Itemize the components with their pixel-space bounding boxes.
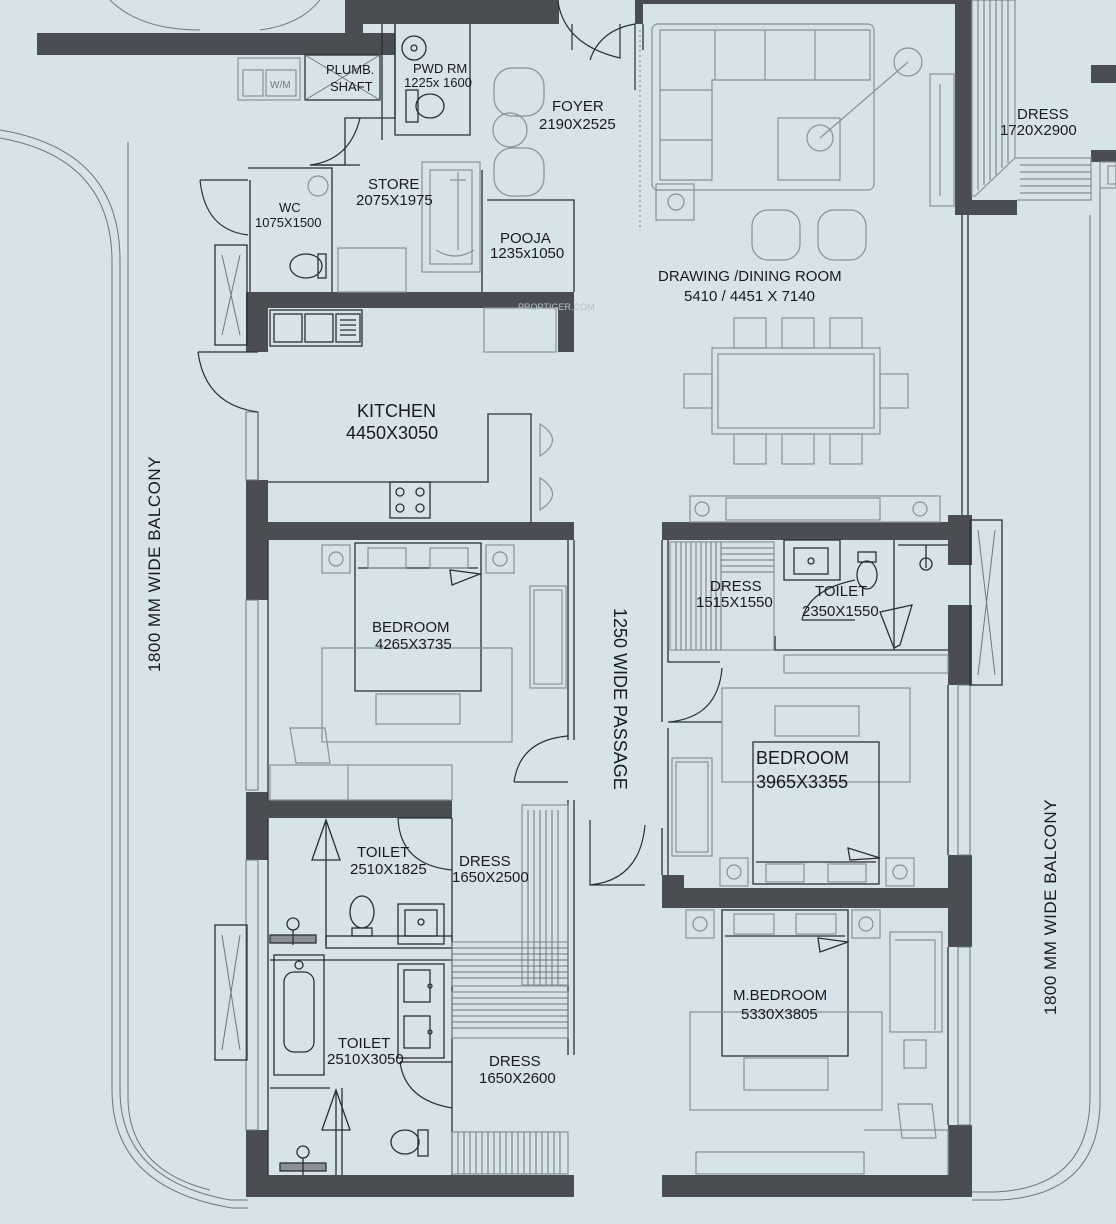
toilet-right-size: 2350X1550 [802, 603, 879, 620]
doors [197, 1, 856, 1109]
toilet-right-fixtures [783, 539, 949, 674]
store-shower [421, 161, 481, 273]
kitchen-sink [269, 309, 363, 347]
store-name: STORE [368, 176, 419, 193]
left-balcony-rail [127, 142, 211, 1191]
bedroom1-size: 4265X3735 [375, 636, 452, 653]
partitions [248, 24, 969, 1175]
toilet2-size: 2510X3050 [327, 1051, 404, 1068]
dress-top-wardrobe [971, 0, 1116, 201]
bar-stools [539, 422, 554, 512]
bedroom2-furniture [671, 687, 915, 887]
right-balcony-inner [972, 215, 1091, 1193]
left-balcony-inner [0, 137, 248, 1209]
washing-machine: W/M [237, 57, 301, 101]
living-sofa [639, 23, 955, 261]
bedroom2-size: 3965X3355 [756, 772, 848, 792]
toilet1-size: 2510X1825 [350, 861, 427, 878]
drawing-name: DRAWING /DINING ROOM [658, 268, 842, 285]
top-door-arcs [109, 0, 321, 31]
bedroom2-name: BEDROOM [756, 748, 849, 768]
pooja-unit [483, 307, 557, 353]
master-bedroom-size: 5330X3805 [741, 1006, 818, 1023]
store-shelf [337, 247, 407, 293]
wc-fixtures [289, 175, 329, 279]
foyer-chairs [492, 67, 545, 197]
store-size: 2075X1975 [356, 192, 433, 209]
dress-right-name: DRESS [710, 578, 762, 595]
pooja-size: 1235x1050 [490, 245, 564, 262]
master-bedroom-name: M.BEDROOM [733, 987, 827, 1004]
plumb-shaft-cross [304, 54, 381, 101]
pooja-name: POOJA [500, 230, 551, 247]
bedroom1-furniture [269, 542, 567, 801]
dress-left-name: DRESS [459, 853, 511, 870]
dress-top-size: 1720X2900 [1000, 122, 1077, 139]
dress-top-name: DRESS [1017, 106, 1069, 123]
room-labels: PLUMB. SHAFT PWD RM 1225x 1600 FOYER 219… [255, 61, 1077, 1087]
walls [37, 0, 1116, 1197]
kitchen-size: 4450X3050 [346, 423, 438, 443]
toilet-right-name: TOILET [815, 583, 867, 600]
windows [214, 244, 1003, 1131]
left-balcony-outline [0, 129, 248, 1201]
foyer-name: FOYER [552, 98, 604, 115]
left-balcony-label: 1800 MM WIDE BALCONY [145, 456, 164, 672]
toilet2-fixtures [273, 954, 445, 1175]
plumb-shaft-label-1: PLUMB. [326, 62, 374, 77]
foyer-size: 2190X2525 [539, 116, 616, 133]
master-bedroom-furniture [685, 909, 949, 1175]
toilet1-name: TOILET [357, 844, 409, 861]
plumb-shaft-box [304, 54, 381, 101]
bedroom1-name: BEDROOM [372, 619, 450, 636]
wc-size: 1075X1500 [255, 215, 322, 230]
pwd-rm-name: PWD RM [413, 61, 467, 76]
dress-bottom-name: DRESS [489, 1053, 541, 1070]
dress-right-size: 1515X1550 [696, 594, 773, 611]
right-balcony-label: 1800 MM WIDE BALCONY [1041, 799, 1060, 1015]
wm-label: W/M [270, 80, 291, 91]
wc-name: WC [279, 200, 301, 215]
kitchen-cooktop [389, 481, 431, 519]
watermark: PROPTIGER.COM [518, 302, 595, 312]
dress-left-wardrobe [451, 804, 569, 987]
right-balcony-outline [972, 159, 1116, 1201]
dress-bottom-size: 1650X2600 [479, 1070, 556, 1087]
dress-bottom-wardrobe [451, 991, 569, 1175]
dining-table [683, 317, 941, 523]
pwd-rm-size: 1225x 1600 [404, 75, 472, 90]
dress-left-size: 1650X2500 [452, 869, 529, 886]
drawing-size: 5410 / 4451 X 7140 [684, 288, 815, 305]
kitchen-name: KITCHEN [357, 401, 436, 421]
toilet2-name: TOILET [338, 1035, 390, 1052]
toilet1-fixtures [269, 818, 453, 949]
dress-right-wardrobe [669, 541, 775, 651]
plumb-shaft-label-2: SHAFT [330, 79, 373, 94]
powder-room-fixtures [401, 35, 445, 123]
passage-label: 1250 WIDE PASSAGE [610, 608, 630, 790]
